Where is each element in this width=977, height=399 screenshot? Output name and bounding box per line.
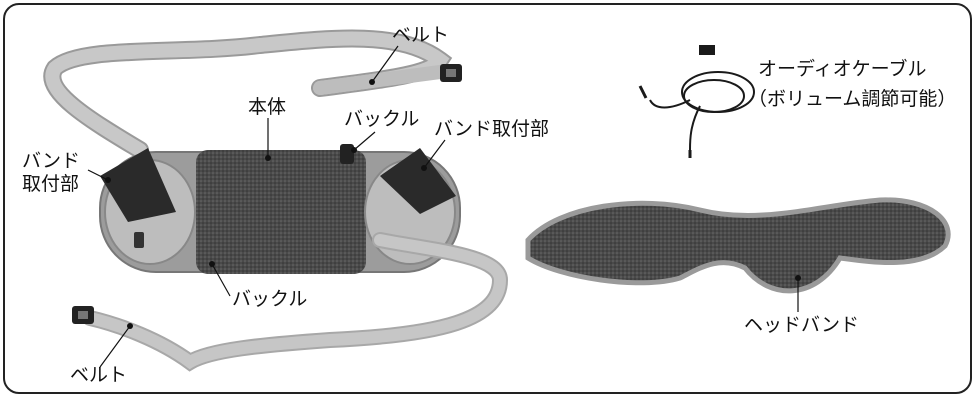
label-belt-top: ベルト [392,24,450,46]
label-band-mount-right: バンド取付部 [434,118,549,140]
belt-strap-bottom [82,232,509,372]
label-buckle-top: バックル [344,108,420,130]
leader-dots [105,79,801,329]
label-buckle-bottom: バックル [232,288,308,310]
label-band-mount-left-line2: 取付部 [22,173,80,195]
main-body-unit [99,144,461,274]
buckle-icon-top [440,64,462,82]
belt-strap-top [43,29,453,159]
label-belt-bottom: ベルト [70,364,128,386]
label-band-mount-left-line1: バンド [22,150,80,172]
leader-lines [87,45,799,368]
headband-unit [525,197,951,294]
label-main-body: 本体 [248,96,287,118]
label-audio-cable-volume: （ボリューム調節可能） [748,88,957,110]
buckle-icon-bottom [72,306,94,324]
label-audio-cable: オーディオケーブル [758,58,927,80]
label-headband: ヘッドバンド [744,314,859,336]
audio-cable-icon [638,45,755,158]
